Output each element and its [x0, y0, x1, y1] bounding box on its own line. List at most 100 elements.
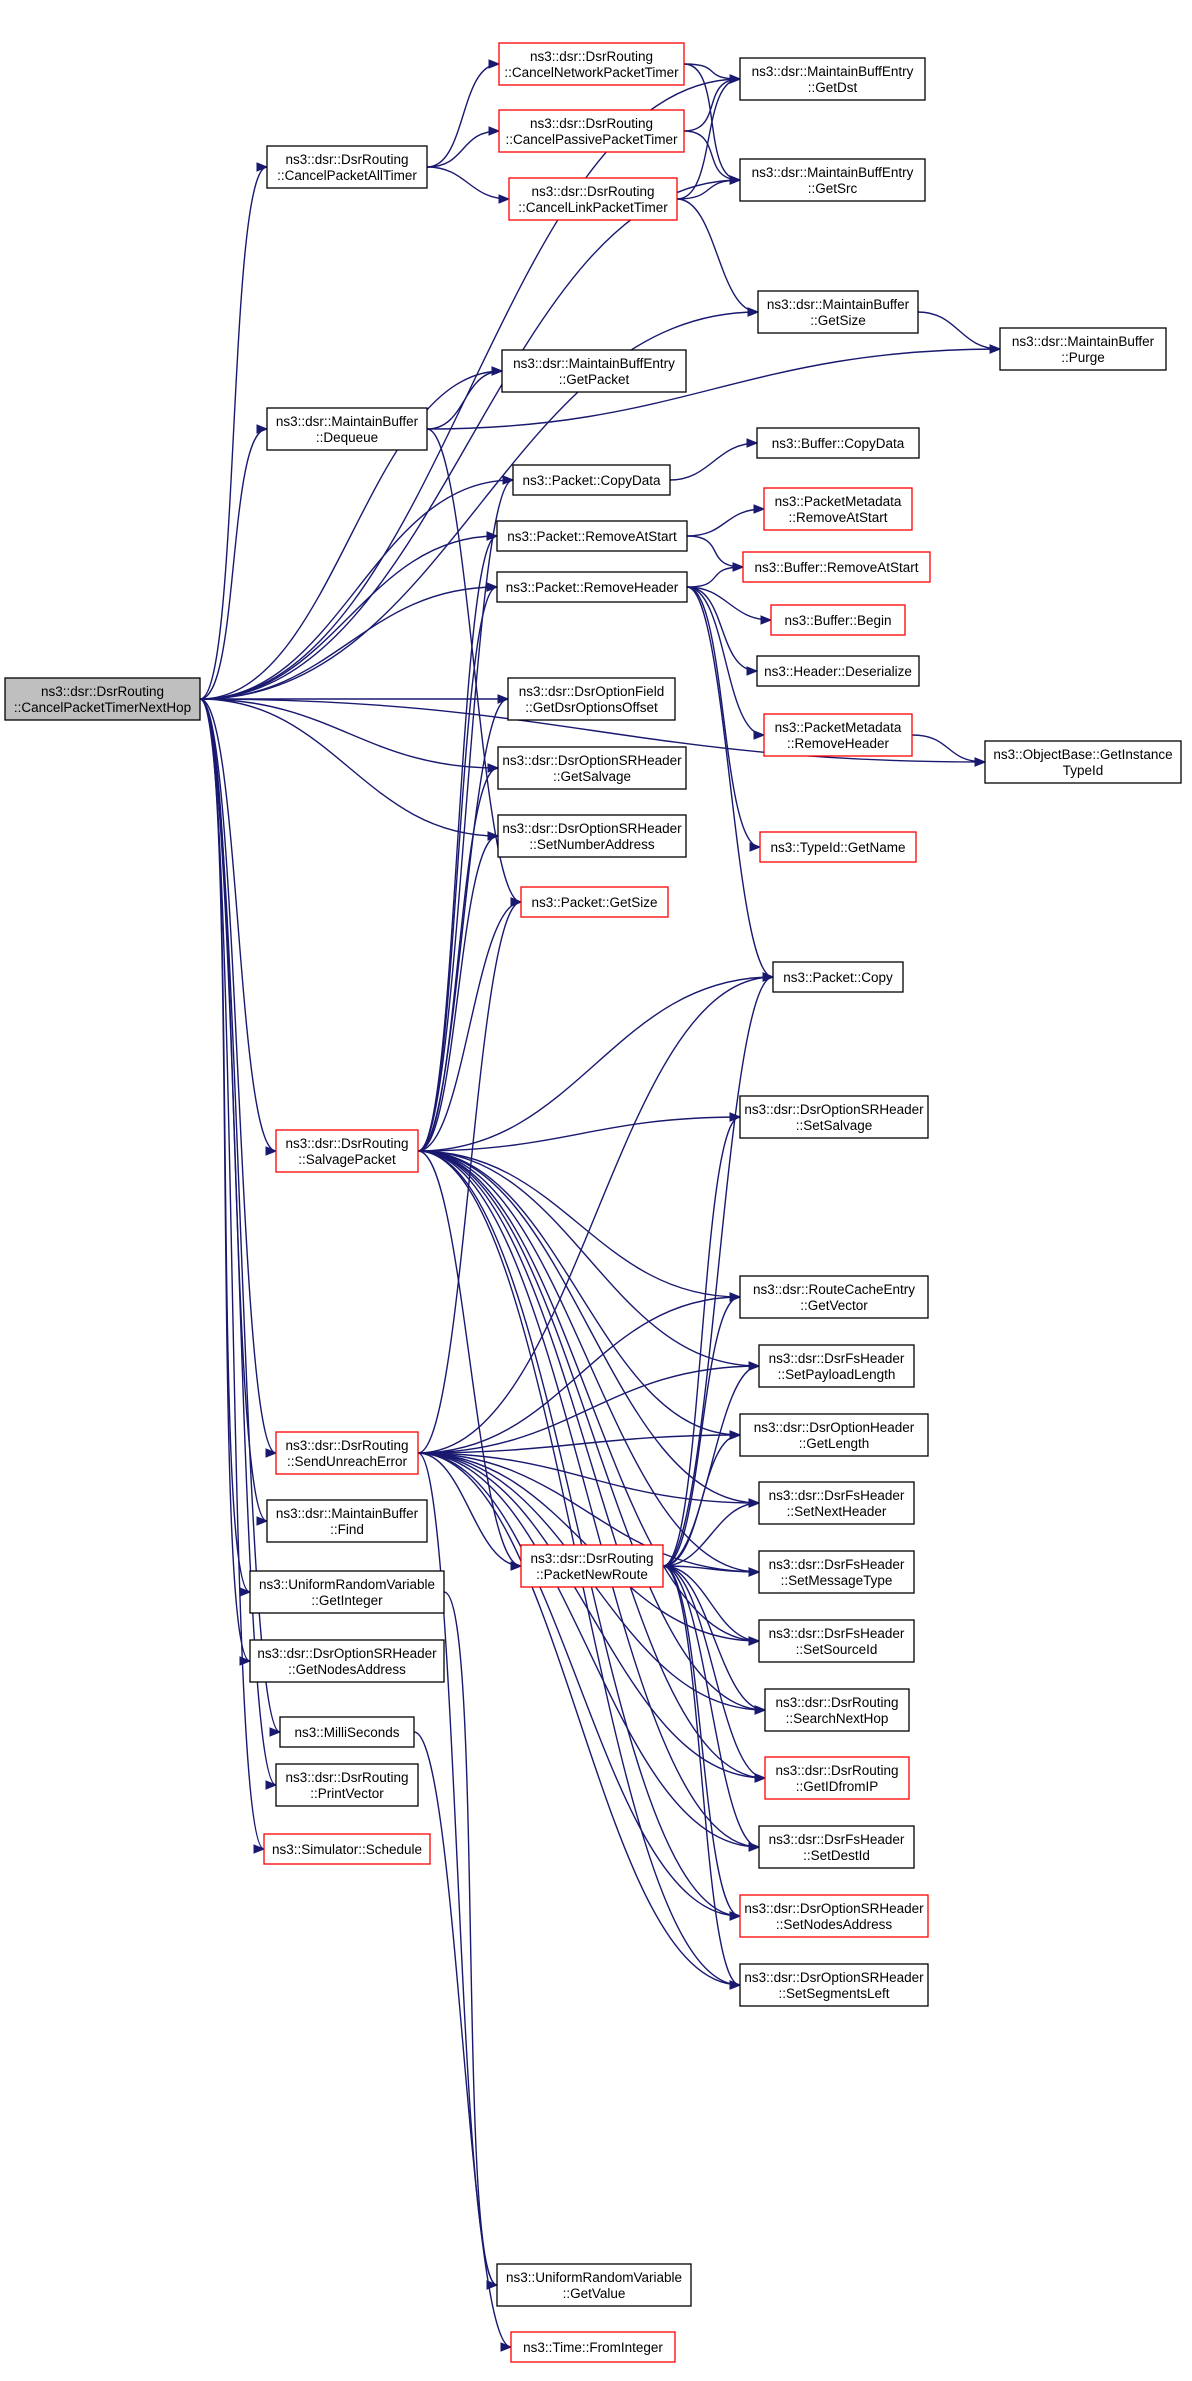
node-fsSetSourceId[interactable]: ns3::dsr::DsrFsHeader::SetSourceId: [758, 1619, 915, 1663]
node-box: [508, 177, 678, 221]
node-fsSetDestId[interactable]: ns3::dsr::DsrFsHeader::SetDestId: [758, 1825, 915, 1869]
node-box: [984, 740, 1182, 784]
node-typeIdGetName[interactable]: ns3::TypeId::GetName: [759, 831, 917, 863]
node-mbeGetPacket[interactable]: ns3::dsr::MaintainBuffEntry::GetPacket: [501, 349, 687, 393]
node-simulatorSchedule[interactable]: ns3::Simulator::Schedule: [263, 1833, 431, 1865]
arrowhead-urvGetValue: [486, 2280, 499, 2290]
node-label: ::RemoveAtStart: [788, 510, 887, 525]
arrowhead-bufferBegin: [760, 615, 773, 625]
node-milliSeconds[interactable]: ns3::MilliSeconds: [279, 1716, 415, 1748]
arrowhead-srhSetSalvage: [729, 1112, 742, 1122]
node-mbDequeue[interactable]: ns3::dsr::MaintainBuffer::Dequeue: [266, 407, 428, 451]
node-dofGetDsrOptionsOffset[interactable]: ns3::dsr::DsrOptionField::GetDsrOptionsO…: [507, 677, 676, 721]
node-searchNextHop[interactable]: ns3::dsr::DsrRouting::SearchNextHop: [764, 1688, 910, 1732]
node-mbeGetSrc[interactable]: ns3::dsr::MaintainBuffEntry::GetSrc: [739, 158, 926, 202]
node-srhGetSalvage[interactable]: ns3::dsr::DsrOptionSRHeader::GetSalvage: [497, 746, 687, 790]
edge-salvagePacket-to-srhSetSalvage: [417, 1116, 741, 1152]
arrowhead-srhGetNodesAddress: [239, 1656, 252, 1666]
node-srhSetNodesAddress[interactable]: ns3::dsr::DsrOptionSRHeader::SetNodesAdd…: [739, 1894, 929, 1938]
node-bufferBegin[interactable]: ns3::Buffer::Begin: [770, 604, 906, 636]
node-sendUnreachError[interactable]: ns3::dsr::DsrRouting::SendUnreachError: [275, 1431, 419, 1475]
node-getIDfromIP[interactable]: ns3::dsr::DsrRouting::GetIDfromIP: [764, 1756, 910, 1800]
edge-root-to-simulatorSchedule: [199, 698, 265, 1850]
edge-salvagePacket-to-searchNextHop: [417, 1150, 766, 1711]
node-root[interactable]: ns3::dsr::DsrRouting::CancelPacketTimerN…: [4, 677, 201, 721]
node-pmRemoveHeader[interactable]: ns3::PacketMetadata::RemoveHeader: [763, 713, 913, 757]
node-label: ns3::TypeId::GetName: [770, 840, 905, 855]
node-label: ns3::Packet::CopyData: [522, 473, 661, 488]
edge-root-to-salvagePacket: [199, 698, 277, 1152]
node-cancelPassivePacketTimer[interactable]: ns3::dsr::DsrRouting::CancelPassivePacke…: [498, 109, 685, 153]
node-bufferRemoveAtStart[interactable]: ns3::Buffer::RemoveAtStart: [742, 551, 931, 583]
node-urvGetValue[interactable]: ns3::UniformRandomVariable::GetValue: [496, 2263, 692, 2307]
edge-packetNewRoute-to-rceGetVector: [662, 1296, 741, 1567]
edge-packetNewRoute-to-srhSetNodesAddress: [662, 1565, 741, 1917]
node-box: [739, 1095, 929, 1139]
node-label: ns3::UniformRandomVariable: [506, 2270, 682, 2285]
node-box: [498, 42, 685, 86]
edge-cancelPacketAllTimer-to-cancelNetworkPacketTimer: [426, 63, 500, 168]
node-rceGetVector[interactable]: ns3::dsr::RouteCacheEntry::GetVector: [739, 1275, 929, 1319]
node-salvagePacket[interactable]: ns3::dsr::DsrRouting::SalvagePacket: [275, 1129, 419, 1173]
node-label: ns3::dsr::DsrFsHeader: [769, 1351, 905, 1366]
node-label: ::GetIDfromIP: [796, 1779, 879, 1794]
node-bufferCopyData[interactable]: ns3::Buffer::CopyData: [756, 427, 920, 459]
arrowhead-simulatorSchedule: [253, 1844, 266, 1854]
node-packetCopy[interactable]: ns3::Packet::Copy: [772, 961, 904, 993]
node-label: ::CancelNetworkPacketTimer: [504, 65, 679, 80]
node-box: [758, 1825, 915, 1869]
node-fsSetPayloadLength[interactable]: ns3::dsr::DsrFsHeader::SetPayloadLength: [758, 1344, 915, 1388]
node-pmRemoveAtStart[interactable]: ns3::PacketMetadata::RemoveAtStart: [763, 487, 913, 531]
edge-sendUnreachError-to-fsSetMessageType: [417, 1452, 760, 1573]
node-label: ::SetDestId: [803, 1848, 870, 1863]
node-srhSetNumberAddress[interactable]: ns3::dsr::DsrOptionSRHeader::SetNumberAd…: [497, 814, 687, 858]
edge-salvagePacket-to-srhGetSalvage: [417, 767, 499, 1152]
edge-sendUnreachError-to-srhSetSegmentsLeft: [417, 1452, 741, 1986]
node-fsSetNextHeader[interactable]: ns3::dsr::DsrFsHeader::SetNextHeader: [758, 1481, 915, 1525]
node-cancelPacketAllTimer[interactable]: ns3::dsr::DsrRouting::CancelPacketAllTim…: [266, 145, 428, 189]
node-label: ns3::dsr::MaintainBuffEntry: [752, 165, 914, 180]
node-packetNewRoute[interactable]: ns3::dsr::DsrRouting::PacketNewRoute: [520, 1544, 664, 1588]
node-box: [739, 1894, 929, 1938]
node-box: [498, 109, 685, 153]
node-mbFind[interactable]: ns3::dsr::MaintainBuffer::Find: [266, 1499, 428, 1543]
arrowhead-mbeGetPacket: [491, 366, 504, 376]
node-ohGetLength[interactable]: ns3::dsr::DsrOptionHeader::GetLength: [739, 1413, 929, 1457]
call-nodes: ns3::dsr::DsrRouting::CancelPacketTimerN…: [4, 42, 1182, 2363]
node-packetCopyData[interactable]: ns3::Packet::CopyData: [512, 464, 671, 496]
node-box: [507, 677, 676, 721]
node-timeFromInteger[interactable]: ns3::Time::FromInteger: [510, 2331, 676, 2363]
node-packetRemoveAtStart[interactable]: ns3::Packet::RemoveAtStart: [496, 520, 688, 552]
node-label: ::Find: [330, 1522, 364, 1537]
node-cancelNetworkPacketTimer[interactable]: ns3::dsr::DsrRouting::CancelNetworkPacke…: [498, 42, 685, 86]
node-packetRemoveHeader[interactable]: ns3::Packet::RemoveHeader: [496, 571, 688, 603]
arrowhead-sendUnreachError: [265, 1448, 278, 1458]
node-srhGetNodesAddress[interactable]: ns3::dsr::DsrOptionSRHeader::GetNodesAdd…: [249, 1639, 445, 1683]
node-box: [266, 1499, 428, 1543]
node-label: ns3::dsr::DsrRouting: [285, 1770, 408, 1785]
edge-salvagePacket-to-fsSetPayloadLength: [417, 1150, 760, 1367]
node-mbPurge[interactable]: ns3::dsr::MaintainBuffer::Purge: [999, 327, 1167, 371]
node-packetGetSize[interactable]: ns3::Packet::GetSize: [520, 886, 669, 918]
node-urvGetInteger[interactable]: ns3::UniformRandomVariable::GetInteger: [249, 1570, 445, 1614]
node-label: ::Dequeue: [316, 430, 378, 445]
node-label: ::GetLength: [799, 1436, 870, 1451]
edge-packetNewRoute-to-fsSetPayloadLength: [662, 1365, 760, 1567]
node-srhSetSegmentsLeft[interactable]: ns3::dsr::DsrOptionSRHeader::SetSegments…: [739, 1963, 929, 2007]
edge-packetNewRoute-to-fsSetSourceId: [662, 1565, 760, 1642]
node-mbeGetDst[interactable]: ns3::dsr::MaintainBuffEntry::GetDst: [739, 57, 926, 101]
node-srhSetSalvage[interactable]: ns3::dsr::DsrOptionSRHeader::SetSalvage: [739, 1095, 929, 1139]
node-headerDeserialize[interactable]: ns3::Header::Deserialize: [756, 655, 920, 687]
edge-sendUnreachError-to-fsSetPayloadLength: [417, 1365, 760, 1454]
node-mbGetSize[interactable]: ns3::dsr::MaintainBuffer::GetSize: [757, 290, 919, 334]
node-printVector[interactable]: ns3::dsr::DsrRouting::PrintVector: [275, 1763, 419, 1807]
edge-root-to-mbGetSize: [199, 311, 759, 700]
arrowhead-ohGetLength: [729, 1430, 742, 1440]
edge-cancelLinkPacketTimer-to-mbeGetSrc: [676, 179, 741, 200]
node-fsSetMessageType[interactable]: ns3::dsr::DsrFsHeader::SetMessageType: [758, 1550, 915, 1594]
node-cancelLinkPacketTimer[interactable]: ns3::dsr::DsrRouting::CancelLinkPacketTi…: [508, 177, 678, 221]
edge-sendUnreachError-to-packetGetSize: [417, 901, 522, 1454]
node-box: [739, 57, 926, 101]
arrowhead-fsSetPayloadLength: [748, 1361, 761, 1371]
